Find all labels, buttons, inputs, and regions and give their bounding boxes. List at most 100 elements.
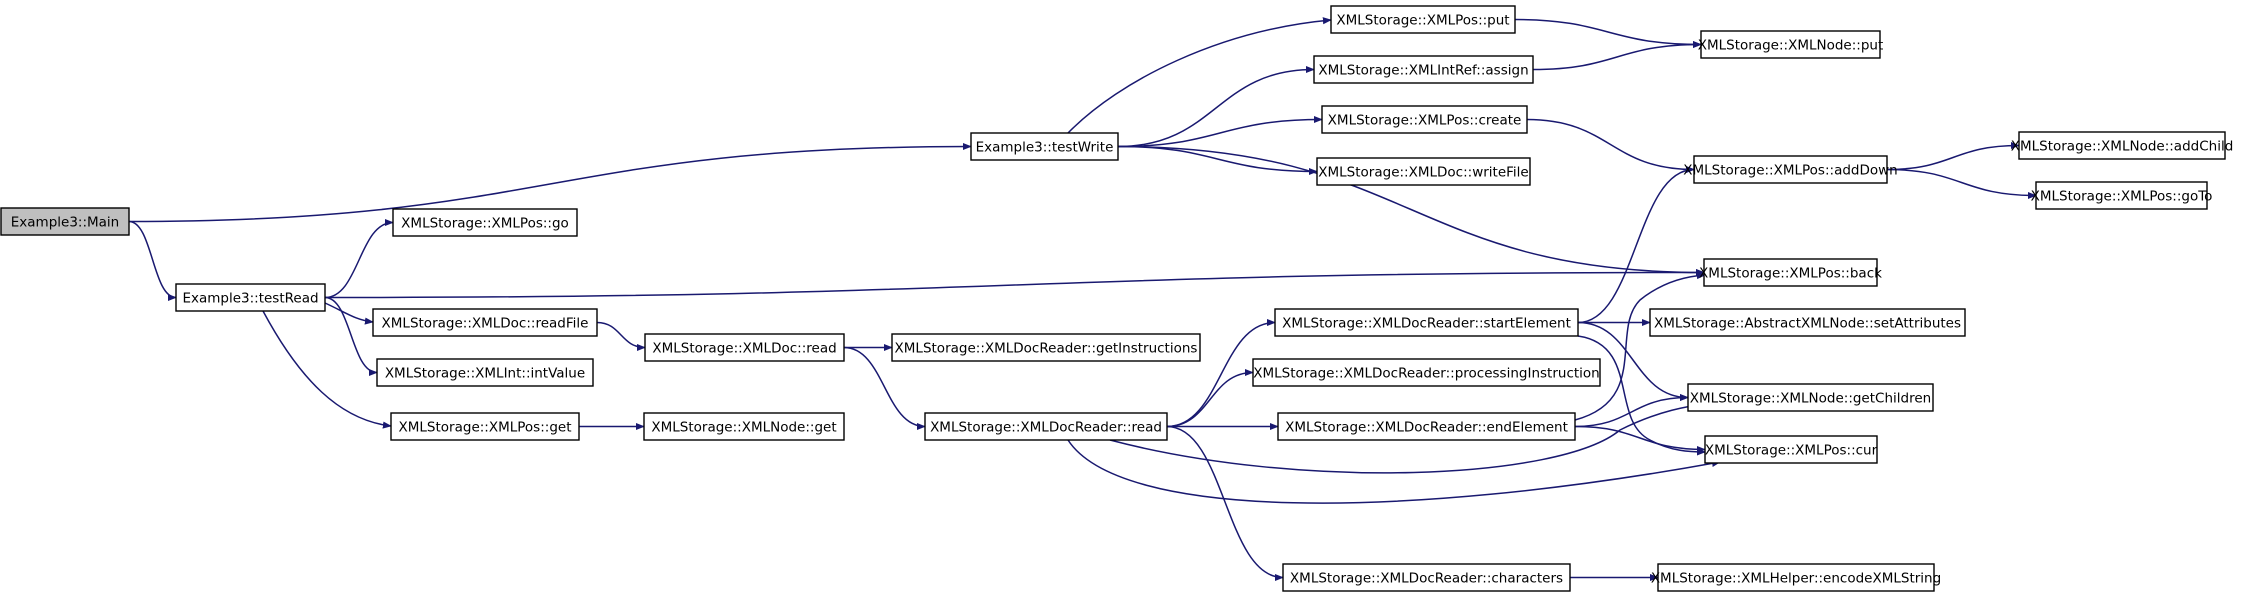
edge-line	[1532, 40, 1702, 71]
node-label: XMLStorage::XMLNode::getChildren	[1690, 391, 1931, 407]
node-label: XMLStorage::XMLDocReader::endElement	[1285, 420, 1568, 436]
node-label: XMLStorage::XMLIntRef::assign	[1318, 63, 1528, 79]
node-box	[372, 308, 598, 337]
node-intIntValue[interactable]: XMLStorage::XMLInt::intValue	[376, 358, 594, 387]
edge-line	[1514, 18, 1702, 49]
node-docRead[interactable]: XMLStorage::XMLDoc::read	[644, 333, 845, 362]
node-box	[1657, 563, 1935, 592]
node-endElement[interactable]: XMLStorage::XMLDocReader::endElement	[1277, 412, 1576, 441]
node-readerRead[interactable]: XMLStorage::XMLDocReader::read	[924, 412, 1168, 441]
node-box	[1313, 55, 1534, 84]
node-posCreate[interactable]: XMLStorage::XMLPos::create	[1321, 105, 1528, 134]
node-characters[interactable]: XMLStorage::XMLDocReader::characters	[1282, 563, 1571, 592]
edge-line	[1166, 425, 1284, 582]
node-intRefAssign[interactable]: XMLStorage::XMLIntRef::assign	[1313, 55, 1534, 84]
node-label: XMLStorage::XMLNode::addChild	[2011, 139, 2234, 155]
node-label: XMLStorage::XMLPos::back	[1699, 266, 1882, 282]
edge-line	[1577, 335, 1706, 456]
edge-main-to-testRead	[128, 220, 177, 302]
node-label: XMLStorage::XMLDocReader::read	[930, 420, 1162, 436]
node-docWriteFile[interactable]: XMLStorage::XMLDoc::writeFile	[1316, 157, 1531, 186]
edge-posCreate-to-posAddDown	[1526, 118, 1695, 174]
edge-line	[1526, 118, 1695, 174]
node-label: XMLStorage::XMLDocReader::getInstruction…	[895, 341, 1198, 357]
edge-endElement-to-posCur	[1574, 425, 1706, 454]
node-label: XMLStorage::XMLNode::get	[651, 420, 836, 436]
node-label: XMLStorage::XMLPos::goTo	[2031, 189, 2213, 205]
node-posAddDown[interactable]: XMLStorage::XMLPos::addDown	[1683, 155, 1898, 184]
edge-startElement-to-posAddDown	[1577, 165, 1695, 324]
node-box	[0, 207, 130, 236]
node-box	[970, 132, 1119, 161]
node-posPut[interactable]: XMLStorage::XMLPos::put	[1330, 5, 1516, 34]
edge-readerRead-to-characters	[1166, 425, 1284, 582]
edge-endElement-to-posBack	[1574, 271, 1706, 421]
edge-intRefAssign-to-nodePut	[1532, 40, 1702, 71]
node-box	[2035, 181, 2208, 210]
node-label: XMLStorage::XMLHelper::encodeXMLString	[1651, 571, 1941, 587]
node-posCur[interactable]: XMLStorage::XMLPos::cur	[1704, 435, 1878, 464]
node-label: XMLStorage::XMLDoc::readFile	[382, 316, 589, 332]
edge-line	[324, 268, 1705, 299]
node-box	[1282, 563, 1571, 592]
edge-line	[1886, 168, 2037, 200]
edge-posPut-to-nodePut	[1514, 18, 1702, 49]
node-nodeAddChild[interactable]: XMLStorage::XMLNode::addChild	[2011, 131, 2234, 160]
edge-testRead-to-intIntValue	[324, 296, 378, 377]
node-box	[644, 333, 845, 362]
edge-docRead-to-readerRead	[843, 346, 926, 431]
edges-layer	[128, 17, 2037, 582]
node-nodePut[interactable]: XMLStorage::XMLNode::put	[1698, 30, 1884, 59]
edge-posAddDown-to-nodeAddChild	[1886, 141, 2020, 171]
edge-line	[1574, 393, 1689, 428]
edge-testRead-to-posGo	[324, 218, 394, 299]
node-label: XMLStorage::XMLDocReader::startElement	[1282, 316, 1571, 332]
node-testWrite[interactable]: Example3::testWrite	[970, 132, 1119, 161]
edge-line	[1117, 115, 1323, 148]
node-box	[1321, 105, 1528, 134]
node-box	[1330, 5, 1516, 34]
node-label: Example3::Main	[11, 215, 119, 231]
node-getChildren[interactable]: XMLStorage::XMLNode::getChildren	[1687, 383, 1934, 412]
node-main[interactable]: Example3::Main	[0, 207, 130, 236]
edge-line	[1574, 271, 1706, 421]
node-label: XMLStorage::XMLPos::get	[399, 420, 572, 436]
node-setAttributes[interactable]: XMLStorage::AbstractXMLNode::setAttribut…	[1649, 308, 1966, 337]
node-posGo[interactable]: XMLStorage::XMLPos::go	[392, 208, 578, 237]
edge-line	[324, 296, 378, 377]
node-posGoTo[interactable]: XMLStorage::XMLPos::goTo	[2031, 181, 2213, 210]
edge-testRead-to-docReadFile	[324, 302, 374, 325]
node-box	[891, 333, 1201, 362]
node-testRead[interactable]: Example3::testRead	[175, 283, 326, 312]
node-box	[1252, 358, 1601, 387]
node-box	[1687, 383, 1934, 412]
node-processingInstruction[interactable]: XMLStorage::XMLDocReader::processingInst…	[1252, 358, 1601, 387]
node-box	[924, 412, 1168, 441]
node-label: XMLStorage::AbstractXMLNode::setAttribut…	[1654, 316, 1961, 332]
edge-readerRead-to-getChildren	[1109, 401, 1706, 474]
edge-line	[324, 218, 394, 299]
node-encodeXMLString[interactable]: XMLStorage::XMLHelper::encodeXMLString	[1651, 563, 1941, 592]
edge-line	[1886, 141, 2020, 171]
edge-line	[1109, 401, 1706, 474]
node-getInstructions[interactable]: XMLStorage::XMLDocReader::getInstruction…	[891, 333, 1201, 362]
edge-posAddDown-to-posGoTo	[1886, 168, 2037, 200]
node-docReadFile[interactable]: XMLStorage::XMLDoc::readFile	[372, 308, 598, 337]
node-box	[643, 412, 845, 441]
node-label: XMLStorage::XMLPos::cur	[1705, 443, 1878, 459]
node-posGet[interactable]: XMLStorage::XMLPos::get	[390, 412, 580, 441]
edge-testWrite-to-docWriteFile	[1117, 145, 1318, 176]
edge-line	[1574, 425, 1706, 454]
node-startElement[interactable]: XMLStorage::XMLDocReader::startElement	[1274, 308, 1579, 337]
edge-line	[1577, 165, 1695, 324]
edge-startElement-to-posCur	[1577, 335, 1706, 456]
node-box	[390, 412, 580, 441]
node-posBack[interactable]: XMLStorage::XMLPos::back	[1699, 258, 1882, 287]
edge-line	[1577, 321, 1689, 402]
edge-testWrite-to-posBack	[1117, 145, 1705, 277]
edge-line	[128, 142, 972, 223]
edge-line	[1067, 17, 1332, 134]
node-nodeGet[interactable]: XMLStorage::XMLNode::get	[643, 412, 845, 441]
node-box	[1704, 435, 1878, 464]
